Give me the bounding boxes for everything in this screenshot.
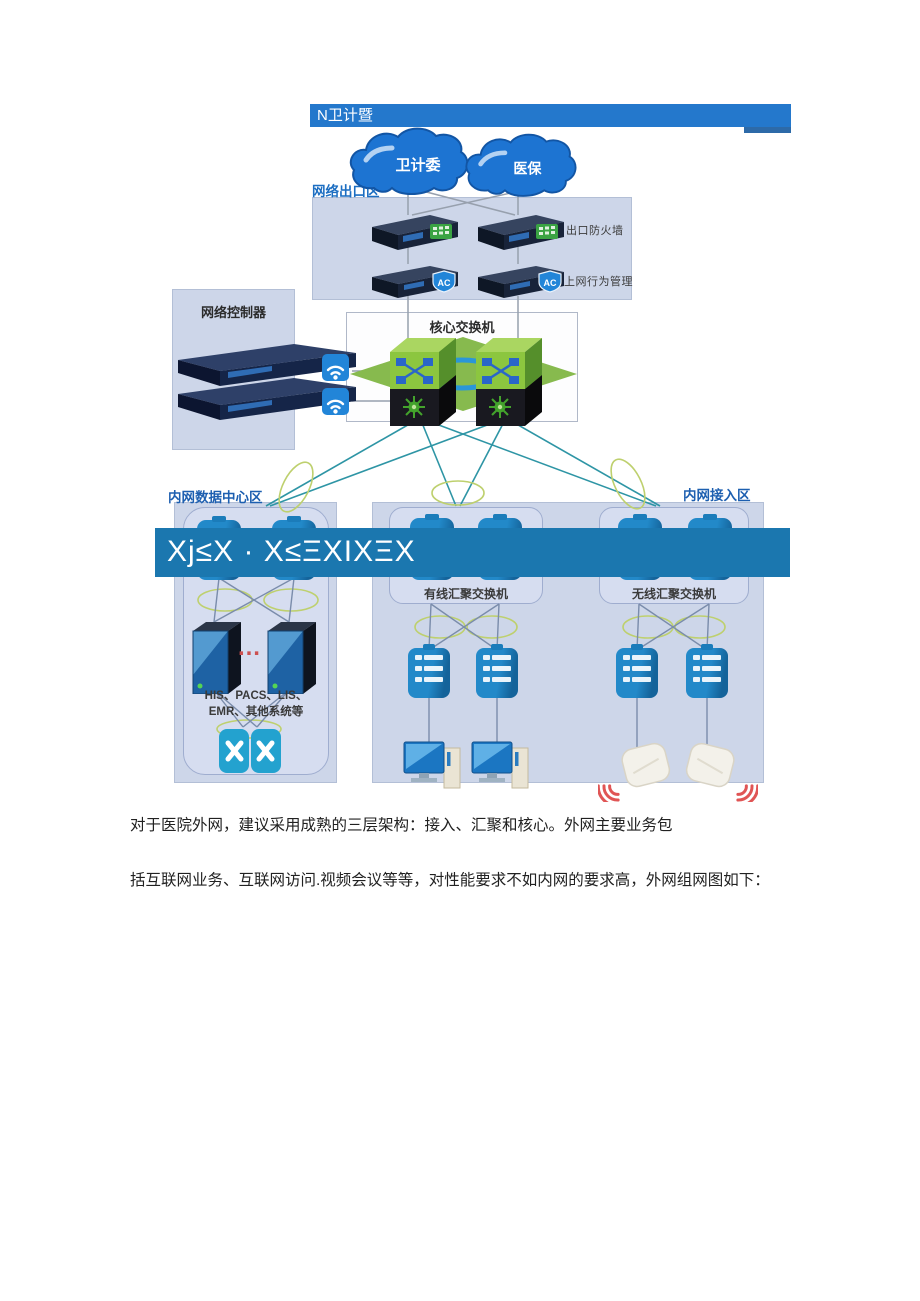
overlay-banner: Xj≤X · X≤ΞXIXΞX — [155, 528, 790, 577]
wireless-aggregation-label: 无线汇聚交换机 — [631, 587, 716, 601]
wired-aggregation-label: 有线汇聚交换机 — [423, 587, 508, 601]
paragraph-2: 括互联网业务、互联网访问.视频会议等等，对性能要求不如内网的要求高，外网组网图如… — [130, 872, 770, 889]
cloud-yibao: 医保 — [465, 133, 577, 197]
access-switch-icon — [408, 644, 450, 698]
wireless-controller-icon — [178, 378, 356, 420]
pc-icon — [471, 741, 529, 789]
server-icon — [267, 622, 316, 694]
core-platform-diamond — [350, 337, 577, 411]
access-switch-icon — [686, 644, 728, 698]
systems-line1: HIS、PACS、LIS、 — [204, 690, 308, 702]
header-bar-title: N卫计暨 — [317, 107, 373, 124]
access-zone-label: 内网接入区 — [683, 488, 751, 503]
access-switch-icon — [616, 644, 658, 698]
core-switch-icon — [390, 338, 456, 426]
behavior-mgmt-label: 上网行为管理 — [564, 276, 633, 288]
fiber-switch-icon — [219, 729, 281, 773]
controller-label: 网络控制器 — [200, 305, 266, 320]
firewall-label: 出口防火墙 — [566, 225, 624, 237]
core-switch-icon — [476, 338, 542, 426]
ac-badge-label: AC — [544, 278, 557, 288]
more-servers-ellipsis: … — [237, 634, 262, 661]
cloud-yibao-label: 医保 — [513, 160, 542, 176]
header-bar: N卫计暨 — [310, 104, 791, 127]
systems-text: HIS、PACS、LIS、 EMR、其他系统等 — [183, 688, 329, 720]
paragraph-1: 对于医院外网，建议采用成熟的三层架构：接入、汇聚和核心。外网主要业务包 — [130, 817, 673, 834]
ac-badge-label: AC — [438, 278, 451, 288]
wifi-waves-icon — [598, 784, 620, 802]
pc-icon — [403, 741, 461, 789]
overlay-banner-text: Xj≤X · X≤ΞXIXΞX — [167, 535, 416, 568]
core-switch-label: 核心交换机 — [429, 320, 495, 335]
header-bar-stub — [744, 126, 791, 133]
wifi-waves-icon — [736, 784, 758, 802]
firewall-device-icon — [478, 215, 564, 250]
firewall-device-icon — [372, 215, 458, 250]
systems-line2: EMR、其他系统等 — [208, 706, 304, 718]
cloud-wjw: 卫计委 — [349, 127, 469, 195]
wireless-controller-icon — [178, 344, 356, 386]
behavior-mgmt-device-icon: AC — [372, 266, 458, 298]
behavior-mgmt-device-icon: AC — [478, 266, 564, 298]
ap-icon — [685, 742, 758, 802]
ap-icon — [598, 742, 671, 802]
network-exit-zone-box — [312, 197, 632, 300]
cloud-wjw-label: 卫计委 — [395, 156, 440, 174]
ac-shield-icon — [538, 270, 562, 293]
access-switch-icon — [476, 644, 518, 698]
datacenter-zone-label: 内网数据中心区 — [168, 490, 263, 505]
ac-shield-icon — [432, 270, 456, 293]
server-icon — [192, 622, 241, 694]
